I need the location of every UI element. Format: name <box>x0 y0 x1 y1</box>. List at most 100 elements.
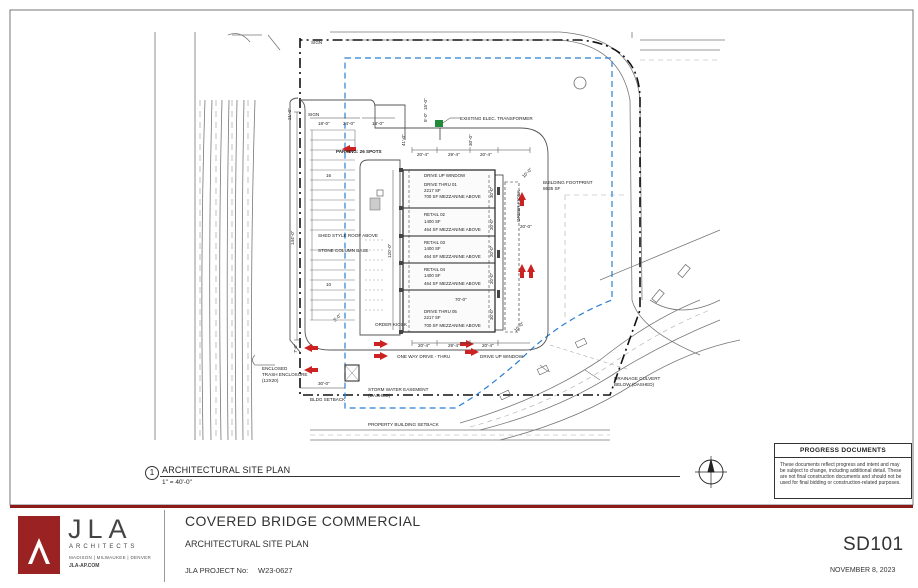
unit-1-line2: DRIVE THRU 01 <box>424 182 457 187</box>
unit-3-line2: RETAIL 03 <box>424 240 446 245</box>
title-block-divider <box>164 510 165 582</box>
label-trash-1: ENCLOSED <box>262 366 288 371</box>
unit-5-dim: 30'-0" <box>489 308 494 320</box>
dim-18b: 18'-0" <box>372 121 384 126</box>
dim-18a: 18'-0" <box>318 121 330 126</box>
dim-24: 24'-0" <box>343 121 355 126</box>
label-trash-3: (12X20) <box>262 378 279 383</box>
building <box>402 169 520 333</box>
dimension-lines <box>294 111 531 389</box>
unit-5-line4: 700 SF MEZZANINE ABOVE <box>424 323 481 328</box>
dim-15: 15'-0" <box>423 98 428 110</box>
dim-21: 21'-0" <box>287 108 292 120</box>
label-property-setback: PROPERTY BUILDING SETBACK <box>368 422 440 427</box>
label-parking: PARKING: 26 SPOTS <box>336 149 382 154</box>
unit-1-line3: 2217 SF <box>424 188 441 193</box>
unit-2-dim: 20'-0" <box>489 218 494 230</box>
label-order-kiosk-right: ORDER KIOSK <box>516 189 521 222</box>
dim-29-4a: 29'-4" <box>448 152 460 157</box>
dim-20-4a: 20'-4" <box>417 152 429 157</box>
unit-2-line4: 464 SF MEZZANINE ABOVE <box>424 227 481 232</box>
label-count-10: 10 <box>326 282 332 287</box>
label-transformer: EXISTING ELEC. TRANSFORMER <box>460 116 533 121</box>
logo-url: JLA-AP.COM <box>69 563 100 569</box>
unit-1-line4: 700 SF MEZZANINE ABOVE <box>424 194 481 199</box>
label-sign-top: SIGN <box>311 40 322 45</box>
project-name: COVERED BRIDGE COMMERCIAL <box>185 513 421 529</box>
project-number: W23-0627 <box>258 566 293 575</box>
drawing-title-rule <box>160 476 680 477</box>
dim-20-4c: 20'-4" <box>418 343 430 348</box>
transformer-marker <box>435 120 443 127</box>
dim-10-0: 10'-0" <box>521 167 533 179</box>
building-columns <box>399 168 500 334</box>
dim-29-4b: 29'-4" <box>448 343 460 348</box>
logo-letters: JLA <box>68 514 133 544</box>
left-roads <box>154 32 281 441</box>
label-stone-column: STONE COLUMN BASE <box>318 248 368 253</box>
unit-labels: DRIVE UP WINDOW DRIVE THRU 01 2217 SF 70… <box>424 173 494 328</box>
unit-3-line3: 1400 SF <box>424 246 441 251</box>
label-drive-up-window: DRIVE UP WINDOW <box>480 354 524 359</box>
logo-subtitle: ARCHITECTS <box>69 544 138 550</box>
trash-enclosure <box>344 364 360 382</box>
north-arrow <box>695 456 727 488</box>
label-one-way: ONE WAY DRIVE - THRU <box>397 354 450 359</box>
label-count-16: 16 <box>326 173 332 178</box>
unit-4-line4: 464 SF MEZZANINE ABOVE <box>424 281 481 286</box>
label-storm-water-2: (DASHED) <box>368 393 391 398</box>
dim-20-0: 20'-0" <box>520 224 532 229</box>
dim-7-0: 7'-0" <box>293 343 298 353</box>
unit-4-line2: RETAIL 04 <box>424 267 446 272</box>
progress-documents-box: PROGRESS DOCUMENTS These documents refle… <box>774 443 912 499</box>
dim-20-4b: 20'-4" <box>480 152 492 157</box>
drawing-title: ARCHITECTURAL SITE PLAN <box>162 465 291 475</box>
progress-heading: PROGRESS DOCUMENTS <box>775 444 911 458</box>
unit-4-line3: 1400 SF <box>424 273 441 278</box>
left-road-stripes <box>199 100 249 440</box>
jla-logo-mark <box>18 516 60 574</box>
dim-70-0: 70'-0" <box>455 297 467 302</box>
sheet-title: ARCHITECTURAL SITE PLAN <box>185 539 309 549</box>
traffic-arrows <box>304 145 535 374</box>
unit-5-line2: DRIVE THRU 05 <box>424 309 457 314</box>
label-storm-water-1: STORM WATER EASEMENT <box>368 387 429 392</box>
title-block: JLA ARCHITECTS MADISON | MILWAUKEE | DEN… <box>10 510 913 582</box>
unit-3-line4: 464 SF MEZZANINE ABOVE <box>424 254 481 259</box>
unit-1-dim: 30'-0" <box>489 186 494 198</box>
label-order-kiosk-left: ORDER KIOSK <box>375 322 408 327</box>
unit-4-dim: 20'-0" <box>489 272 494 284</box>
unit-5-line3: 2217 SF <box>424 315 441 320</box>
drawing-scale: 1" = 40'-0" <box>162 479 192 486</box>
progress-body: These documents reflect progress and int… <box>780 462 902 486</box>
parking-stall-ticks <box>365 239 385 311</box>
dim-3-0: 3'-0" <box>332 312 342 322</box>
label-bldg-setback: BLDG SETBACK <box>310 397 346 402</box>
parking-lot <box>289 97 549 353</box>
label-building-footprint: BUILDING FOOTPRINT <box>543 180 593 185</box>
logo-cities: MADISON | MILWAUKEE | DENVER <box>69 555 151 560</box>
unit-1-line1: DRIVE UP WINDOW <box>424 173 466 178</box>
dim-20-4d: 20'-4" <box>482 343 494 348</box>
property-line <box>299 38 641 396</box>
dim-144: 144'-0" <box>290 230 295 245</box>
label-drainage-2: BELOW (DASHED) <box>614 382 655 387</box>
unit-3-dim: 20'-0" <box>489 245 494 257</box>
right-stall-marks <box>651 263 691 304</box>
sheet-date: NOVEMBER 8, 2023 <box>830 567 896 574</box>
dim-120: 120'-0" <box>387 243 392 258</box>
unit-2-line3: 1400 SF <box>424 219 441 224</box>
label-building-sf: 8635 SF <box>543 186 561 191</box>
parking-stalls <box>310 129 356 321</box>
label-drainage-1: DRAINAGE CULVERT <box>614 376 660 381</box>
logo-triangle-icon <box>28 538 50 564</box>
site-plan-drawing: SIGN SIGN 21'-0" 18'-0" 24'-0" 18'-0" 15… <box>9 9 914 506</box>
label-trash-2: TRASH ENCLOSURE <box>262 372 307 377</box>
dim-41: 41'-0" <box>401 134 406 146</box>
dim-5: 5'-0" <box>423 112 428 122</box>
label-sign-left: SIGN <box>308 112 319 117</box>
label-shed-roof: SHED STYLE ROOF ABOVE <box>318 233 378 238</box>
sheet-number: SD101 <box>843 534 904 555</box>
bottom-road <box>252 299 741 441</box>
